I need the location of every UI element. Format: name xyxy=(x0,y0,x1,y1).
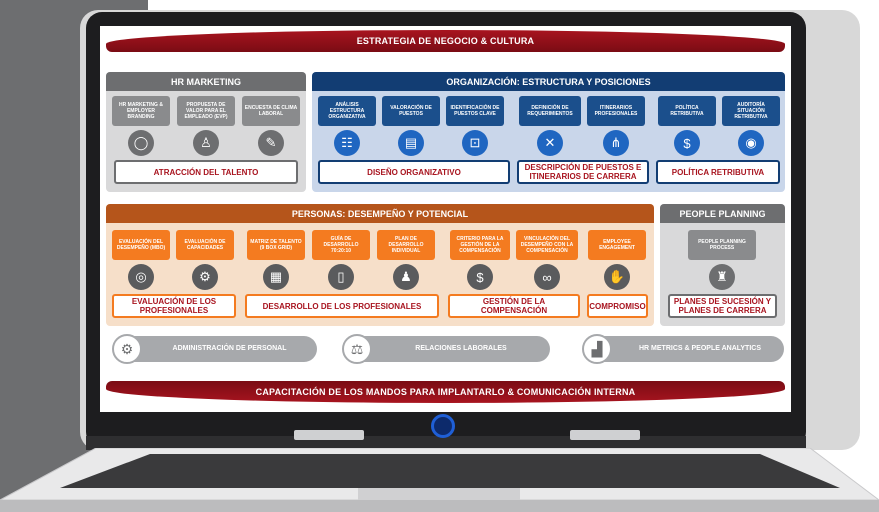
person-icon: ♙ xyxy=(193,130,219,156)
chip-guia-desarrollo: GUÍA DE DESARROLLO 70:20:10 xyxy=(312,230,370,260)
personas-title: PERSONAS: DESEMPEÑO Y POTENCIAL xyxy=(106,204,654,223)
bar-chart-icon: ▟ xyxy=(582,334,612,364)
grid-people-icon: ▦ xyxy=(263,264,289,290)
capacitacion-band: CAPACITACIÓN DE LOS MANDOS PARA IMPLANTA… xyxy=(106,381,785,403)
chip-definicion-requerimientos: DEFINICIÓN DE REQUERIMIENTOS xyxy=(519,96,581,126)
chip-itinerarios: ITINERARIOS PROFESIONALES xyxy=(587,96,645,126)
organizacion-panel: ORGANIZACIÓN: ESTRUCTURA Y POSICIONES AN… xyxy=(312,72,785,192)
handshake-icon: ✋ xyxy=(604,264,630,290)
pill-hr-metrics: HR METRICS & PEOPLE ANALYTICS xyxy=(592,336,784,362)
money-hand-icon: $ xyxy=(467,264,493,290)
laptop-screen: ESTRATEGIA DE NEGOCIO & CULTURA HR MARKE… xyxy=(100,26,791,412)
chip-evaluacion-desempeno: EVALUACIÓN DEL DESEMPEÑO (MBO) xyxy=(112,230,170,260)
hr-marketing-panel: HR MARKETING HR MARKETING & EMPLOYER BRA… xyxy=(106,72,306,192)
result-evaluacion-profesionales: EVALUACIÓN DE LOS PROFESIONALES xyxy=(112,294,236,318)
personas-panel: PERSONAS: DESEMPEÑO Y POTENCIAL EVALUACI… xyxy=(106,204,654,326)
chip-hr-marketing-branding: HR MARKETING & EMPLOYER BRANDING xyxy=(112,96,170,126)
chip-clima-laboral: ENCUESTA DE CLIMA LABORAL xyxy=(242,96,300,126)
organizacion-title: ORGANIZACIÓN: ESTRUCTURA Y POSICIONES xyxy=(312,72,785,91)
result-diseno-organizativo: DISEÑO ORGANIZATIVO xyxy=(318,160,510,184)
chip-people-planning-process: PEOPLE PLANNING PROCESS xyxy=(688,230,756,260)
chip-evp: PROPUESTA DE VALOR PARA EL EMPLEADO (EVP… xyxy=(177,96,235,126)
chip-vinculacion-desempeno: VINCULACIÓN DEL DESEMPEÑO CON LA COMPENS… xyxy=(516,230,578,260)
result-desarrollo-profesionales: DESARROLLO DE LOS PROFESIONALES xyxy=(245,294,439,318)
target-icon: ◎ xyxy=(128,264,154,290)
lock-icon: ⊡ xyxy=(462,130,488,156)
result-atraccion-talento: ATRACCIÓN DEL TALENTO xyxy=(114,160,298,184)
webcam-icon xyxy=(431,414,455,438)
pill-administracion-personal: ADMINISTRACIÓN DE PERSONAL xyxy=(122,336,317,362)
hinge-pad xyxy=(294,430,364,440)
network-icon: ⋔ xyxy=(603,130,629,156)
result-politica-retributiva: POLÍTICA RETRIBUTIVA xyxy=(656,160,780,184)
people-planning-panel: PEOPLE PLANNING PEOPLE PLANNING PROCESS … xyxy=(660,204,785,326)
chip-auditoria-retributiva: AUDITORÍA SITUACIÓN RETRIBUTIVA xyxy=(722,96,780,126)
strategy-band: ESTRATEGIA DE NEGOCIO & CULTURA xyxy=(106,30,785,52)
people-planning-icon: ♜ xyxy=(709,264,735,290)
chip-valoracion-puestos: VALORACIÓN DE PUESTOS xyxy=(382,96,440,126)
speech-bubble-icon: ◯ xyxy=(128,130,154,156)
people-gear-icon: ⚙ xyxy=(112,334,142,364)
laptop-base xyxy=(0,448,879,512)
chip-analisis-estructura: ANÁLISIS ESTRUCTURA ORGANIZATIVA xyxy=(318,96,376,126)
head-gears-icon: ⚙ xyxy=(192,264,218,290)
result-descripcion-puestos: DESCRIPCIÓN DE PUESTOS E ITINERARIOS DE … xyxy=(517,160,649,184)
hr-marketing-title: HR MARKETING xyxy=(106,72,306,91)
book-icon: ▯ xyxy=(328,264,354,290)
tools-icon: ✕ xyxy=(537,130,563,156)
eye-icon: ◉ xyxy=(738,130,764,156)
chip-criterio-compensacion: CRITERIO PARA LA GESTIÓN DE LA COMPENSAC… xyxy=(450,230,510,260)
survey-icon: ✎ xyxy=(258,130,284,156)
chip-evaluacion-capacidades: EVALUACIÓN DE CAPACIDADES xyxy=(176,230,234,260)
result-compromiso: COMPROMISO xyxy=(587,294,648,318)
hinge-pad xyxy=(570,430,640,440)
chip-employee-engagement: EMPLOYEE ENGAGEMENT xyxy=(588,230,646,260)
chip-matriz-talento: MATRIZ DE TALENTO (9 BOX GRID) xyxy=(247,230,305,260)
chip-plan-desarrollo: PLAN DE DESARROLLO INDIVIDUAL xyxy=(377,230,435,260)
org-chart-icon: ☷ xyxy=(334,130,360,156)
pill-relaciones-laborales: RELACIONES LABORALES xyxy=(352,336,550,362)
result-planes-sucesion: PLANES DE SUCESIÓN Y PLANES DE CARRERA xyxy=(668,294,777,318)
scales-icon: ⚖ xyxy=(342,334,372,364)
chain-link-icon: ∞ xyxy=(534,264,560,290)
building-icon: ▤ xyxy=(398,130,424,156)
money-bag-icon: $ xyxy=(674,130,700,156)
person-growth-icon: ♟ xyxy=(393,264,419,290)
chip-puestos-clave: IDENTIFICACIÓN DE PUESTOS CLAVE xyxy=(446,96,504,126)
people-planning-title: PEOPLE PLANNING xyxy=(660,204,785,223)
chip-politica-retributiva: POLÍTICA RETRIBUTIVA xyxy=(658,96,716,126)
result-gestion-compensacion: GESTIÓN DE LA COMPENSACIÓN xyxy=(448,294,580,318)
